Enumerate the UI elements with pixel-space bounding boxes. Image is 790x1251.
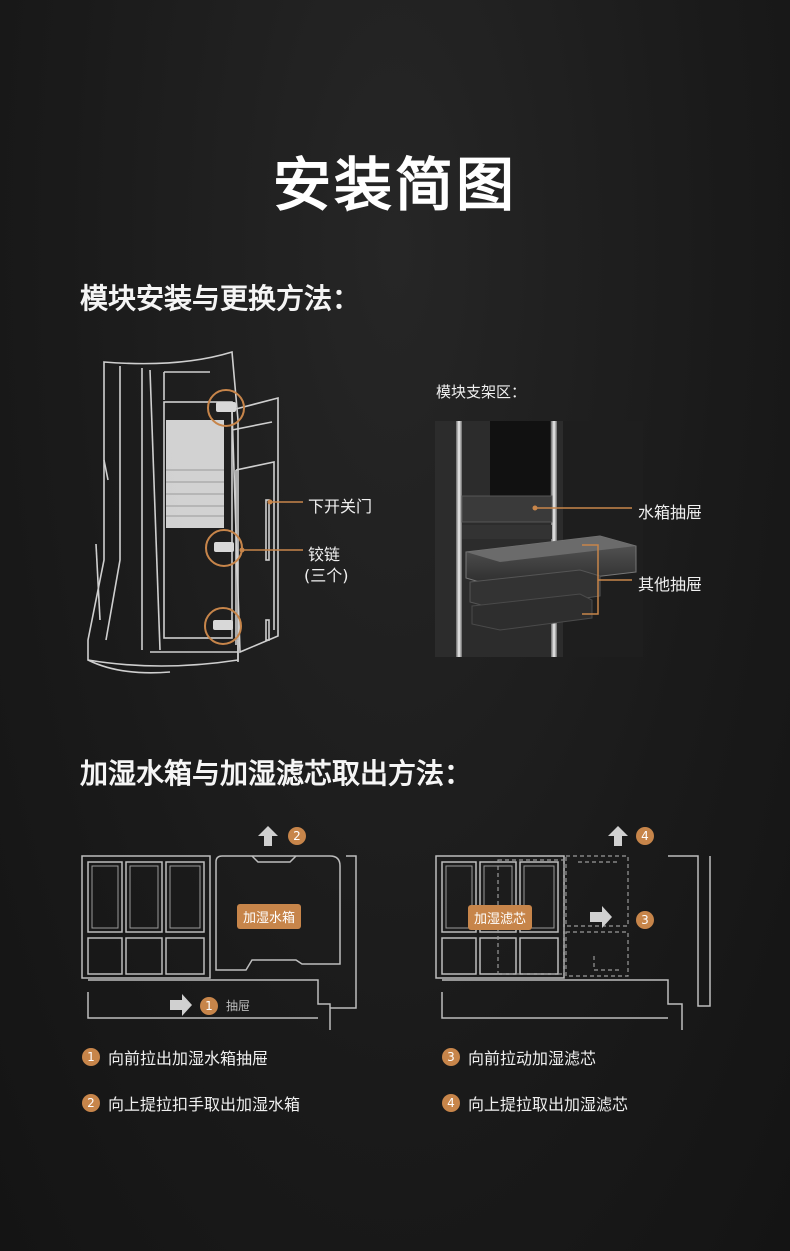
badge-step-3: 3	[636, 911, 654, 929]
badge-step-4: 4	[636, 827, 654, 845]
step-1-text: 向前拉出加湿水箱抽屉	[108, 1049, 269, 1068]
step-2: 2 向上提拉扣手取出加湿水箱	[82, 1091, 300, 1115]
step-4: 4 向上提拉取出加湿滤芯	[442, 1091, 628, 1115]
filter-tag: 加湿滤芯	[468, 905, 533, 930]
step-3-number: 3	[442, 1048, 460, 1066]
step-1: 1 向前拉出加湿水箱抽屉	[82, 1045, 268, 1069]
step-4-text: 向上提拉取出加湿滤芯	[468, 1095, 629, 1114]
step-2-text: 向上提拉扣手取出加湿水箱	[108, 1095, 301, 1114]
page-title: 安装简图	[272, 151, 517, 219]
badge-step-2: 2	[288, 827, 306, 845]
badge-step-1: 1	[200, 997, 218, 1015]
section-heading-module: 模块安装与更换方法：	[80, 282, 361, 315]
step-3-text: 向前拉动加湿滤芯	[468, 1049, 597, 1068]
step-3: 3 向前拉动加湿滤芯	[442, 1045, 596, 1069]
door-label: 下开关门	[308, 497, 373, 516]
tank-tag: 加湿水箱	[237, 904, 302, 929]
step-1-number: 1	[82, 1048, 100, 1066]
rack-area-label: 模块支架区：	[436, 383, 527, 401]
water-drawer-label: 水箱抽屉	[638, 503, 703, 522]
other-drawers-label: 其他抽屉	[638, 575, 703, 594]
section-heading-removal: 加湿水箱与加湿滤芯取出方法：	[80, 757, 473, 790]
drawer-label: 抽屉	[226, 999, 251, 1013]
step-4-number: 4	[442, 1094, 460, 1112]
hinge-label: 铰链	[308, 545, 341, 564]
step-2-number: 2	[82, 1094, 100, 1112]
hinge-count-label: (三个)	[304, 566, 349, 585]
